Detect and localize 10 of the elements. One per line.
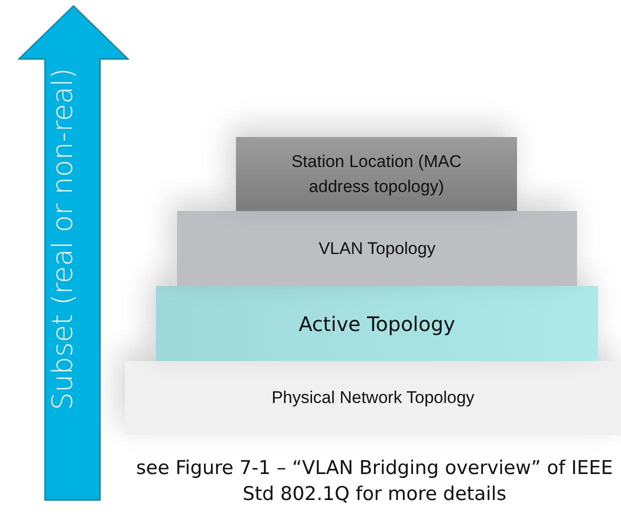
- layer-label: Physical Network Topology: [272, 387, 474, 410]
- arrow-label: Subset (real or non-real): [45, 66, 80, 412]
- caption: see Figure 7-1 – “VLAN Bridging overview” of IEEE Std 802.1Q for more details: [135, 456, 614, 507]
- layer-label: Station Location (MAC address topology): [290, 150, 463, 198]
- layer-band: [177, 211, 577, 286]
- layer-label: VLAN Topology: [318, 238, 436, 260]
- layer-band: [236, 137, 517, 211]
- layer-label: Active Topology: [298, 310, 456, 338]
- layer-band: [156, 286, 598, 361]
- layer-band: [125, 361, 621, 435]
